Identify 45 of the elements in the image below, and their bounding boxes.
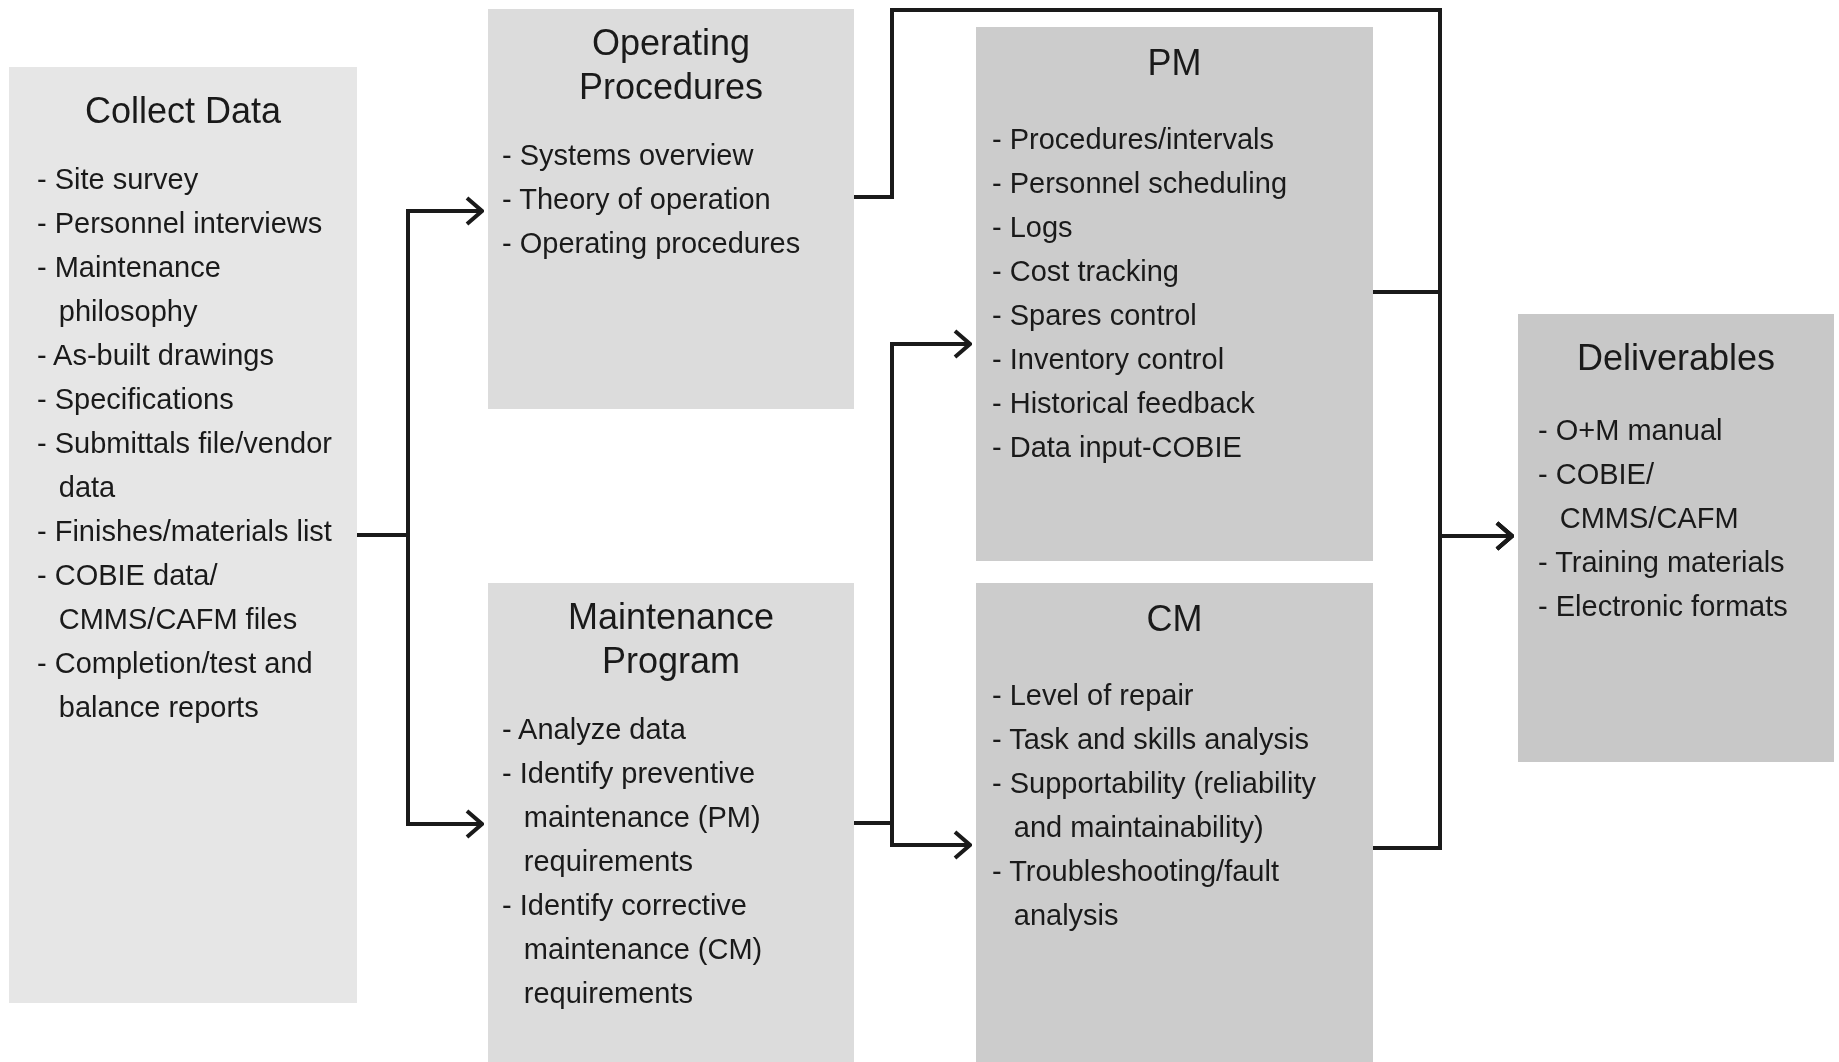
box-heading: PM — [1146, 41, 1203, 85]
bullet-item: - Historical feedback — [992, 386, 1256, 421]
arrow — [1373, 521, 1514, 850]
process-box — [1518, 314, 1834, 762]
bullet-item: - COBIE/ CMMS/CAFM — [1538, 457, 1740, 536]
bullet-item: - O+M manual — [1538, 413, 1724, 448]
process-box — [9, 67, 357, 1003]
bullet-item: - Personnel scheduling — [992, 166, 1288, 201]
bullet-item: - COBIE data/ CMMS/CAFM files — [37, 558, 299, 637]
bullet-item: - Identify corrective maintenance (CM) requirements — [502, 888, 764, 1011]
bullet-item: - Supportability (reliability and maintainability) — [992, 766, 1317, 845]
bullet-item: - Level of repair — [992, 678, 1195, 713]
box-heading: Deliverables — [1575, 336, 1777, 380]
bullet-item: - Operating procedures — [502, 226, 802, 261]
bullet-item: - Specifications — [37, 382, 235, 417]
process-box — [488, 9, 854, 409]
bullet-item: - Theory of operation — [502, 182, 772, 217]
bullet-item: - Inventory control — [992, 342, 1226, 377]
bullet-item: - Troubleshooting/fault analysis — [992, 854, 1280, 933]
bullet-item: - Task and skills analysis — [992, 722, 1310, 757]
box-heading: CM — [1145, 597, 1204, 641]
box-heading: Operating Procedures — [577, 21, 765, 109]
bullet-item: - Maintenance philosophy — [37, 250, 222, 329]
process-box — [976, 27, 1373, 561]
box-heading: Collect Data — [83, 89, 283, 133]
bullet-item: - Submittals file/vendor data — [37, 426, 333, 505]
process-box — [976, 583, 1373, 1062]
box-heading: Maintenance Program — [566, 595, 776, 683]
bullet-item: - Electronic formats — [1538, 589, 1789, 624]
bullet-item: - Logs — [992, 210, 1074, 245]
bullet-item: - Cost tracking — [992, 254, 1180, 289]
bullet-item: - Identify preventive maintenance (PM) requirements — [502, 756, 762, 879]
arrow — [854, 821, 972, 860]
bullet-item: - Finishes/materials list — [37, 514, 333, 549]
process-box — [488, 583, 854, 1062]
bullet-item: - Training materials — [1538, 545, 1786, 580]
bullet-item: - Spares control — [992, 298, 1198, 333]
bullet-item: - As-built drawings — [37, 338, 275, 373]
bullet-item: - Analyze data — [502, 712, 687, 747]
bullet-item: - Data input-COBIE — [992, 430, 1243, 465]
bullet-item: - Procedures/intervals — [992, 122, 1276, 157]
bullet-item: - Site survey — [37, 162, 200, 197]
bullet-item: - Completion/test and balance reports — [37, 646, 314, 725]
bullet-item: - Personnel interviews — [37, 206, 324, 241]
bullet-item: - Systems overview — [502, 138, 755, 173]
